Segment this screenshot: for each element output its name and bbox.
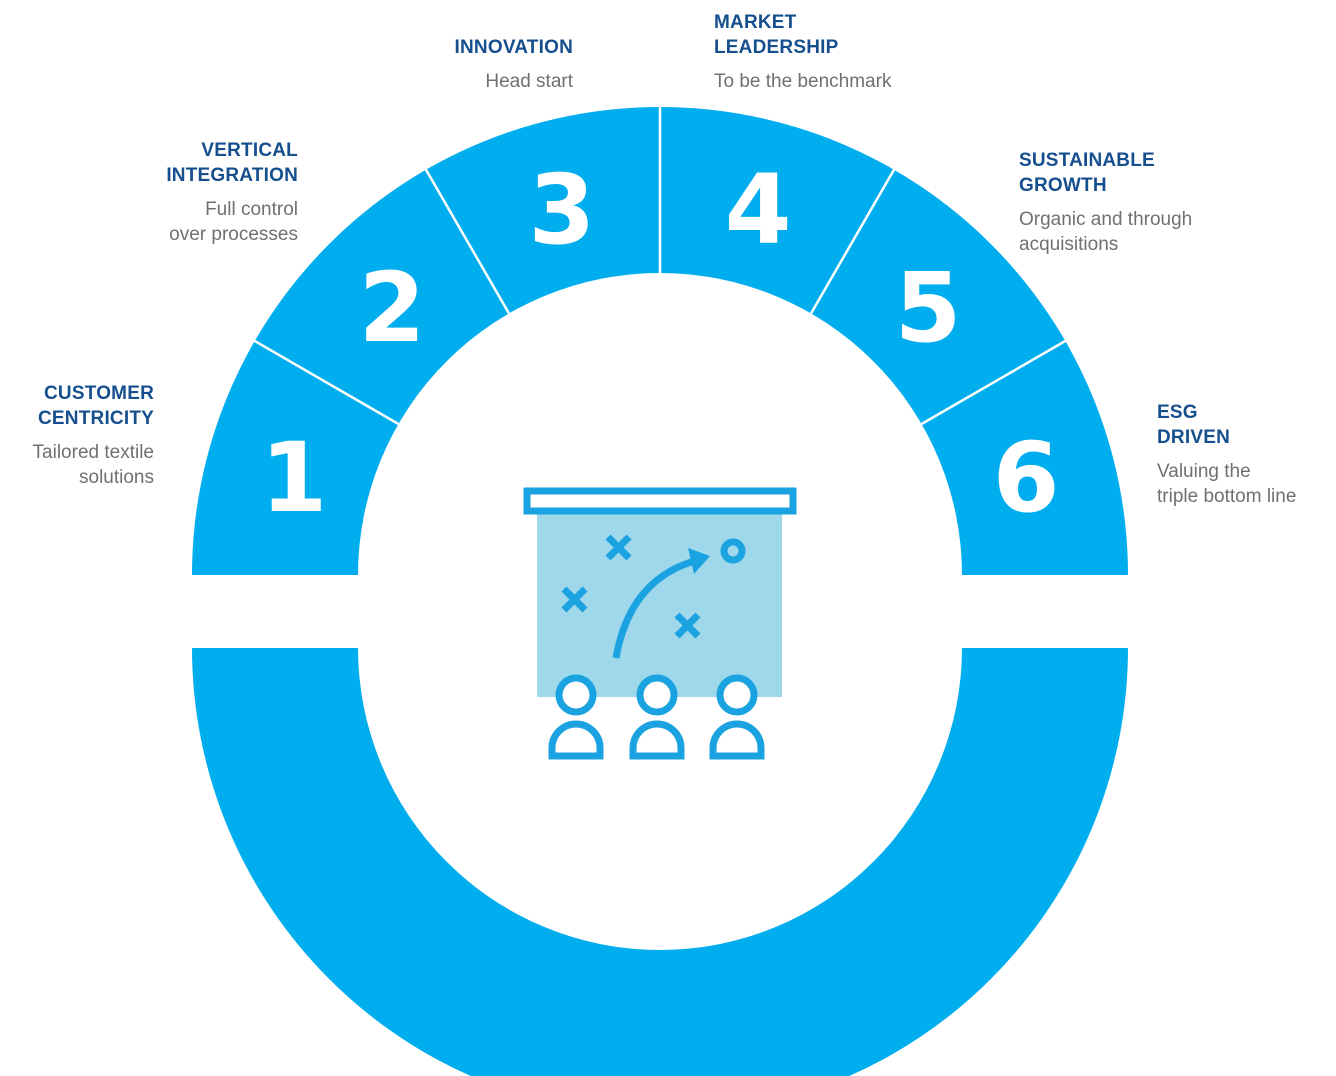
pillar-2-label: VERTICAL INTEGRATION Full control over p… (78, 138, 298, 247)
segment-divider (252, 338, 400, 426)
segment-divider (920, 338, 1068, 426)
pillar-2-title-line-1: VERTICAL (201, 140, 298, 161)
person-head-icon (716, 674, 758, 716)
pillar-3-title-line-1: INNOVATION (454, 37, 573, 58)
pillar-3-desc-line-1: Head start (485, 71, 573, 92)
pillar-4-label: MARKET LEADERSHIP To be the benchmark (714, 10, 974, 94)
segment-dividers (252, 105, 1068, 426)
pillar-1-title-line-1: CUSTOMER (44, 383, 154, 404)
segment-number-4: 4 (725, 154, 792, 266)
x-mark-icon (674, 612, 701, 639)
person-body-icon (709, 720, 765, 760)
pillar-1-title-line-2: CENTRICITY (38, 408, 154, 429)
pillar-5-desc-line-2: acquisitions (1019, 234, 1119, 255)
pillar-4-title-line-1: MARKET (714, 12, 797, 33)
segment-numbers: 123 456 (261, 154, 1060, 534)
segment-number-3: 3 (529, 154, 596, 266)
person-body-icon (548, 720, 604, 760)
segment-number-1: 1 (261, 422, 328, 534)
pillar-6-desc-line-1: Valuing the (1157, 461, 1251, 482)
pillar-5-title: SUSTAINABLE GROWTH (1019, 148, 1279, 198)
pillar-3-label: INNOVATION Head start (353, 35, 573, 94)
pillar-5-description: Organic and through acquisitions (1019, 207, 1279, 257)
pillar-2-title: VERTICAL INTEGRATION (78, 138, 298, 188)
segment-divider (423, 167, 511, 315)
x-mark-icon (561, 586, 588, 613)
pillar-segments (192, 107, 1128, 575)
pillar-4-title: MARKET LEADERSHIP (714, 10, 974, 60)
bottom-ring-band (192, 648, 1128, 1076)
target-circle-icon (720, 538, 746, 564)
segment-divider (809, 167, 897, 315)
pillar-5-label: SUSTAINABLE GROWTH Organic and through a… (1019, 148, 1279, 257)
play-arrow-curve (612, 556, 699, 659)
pillar-3-title: INNOVATION (353, 35, 573, 60)
person-head-icon (636, 674, 678, 716)
x-mark-icon (605, 534, 632, 561)
pillar-5-title-line-2: GROWTH (1019, 175, 1107, 196)
pillar-2-desc-line-1: Full control (205, 199, 298, 220)
pillar-1-desc-line-1: Tailored textile (32, 442, 154, 463)
team-people-icon (548, 674, 765, 760)
pillar-4-desc-line-1: To be the benchmark (714, 71, 892, 92)
pillar-1-desc-line-2: solutions (79, 467, 154, 488)
pillar-1-label: CUSTOMER CENTRICITY Tailored textile sol… (0, 381, 154, 490)
pillar-6-description: Valuing the triple bottom line (1157, 459, 1332, 509)
segment-number-2: 2 (359, 252, 426, 364)
person-body-icon (629, 720, 685, 760)
pillar-4-title-line-2: LEADERSHIP (714, 37, 839, 58)
pillar-6-title-line-1: ESG (1157, 402, 1198, 423)
pillar-6-title-line-2: DRIVEN (1157, 427, 1230, 448)
pillar-2-description: Full control over processes (78, 197, 298, 247)
arrow-head-icon (688, 548, 710, 574)
pillar-6-title: ESG DRIVEN (1157, 400, 1332, 450)
pillar-5-desc-line-1: Organic and through (1019, 209, 1193, 230)
upper-ring-band (192, 107, 1128, 575)
pillar-2-desc-line-2: over processes (169, 224, 298, 245)
person-head-icon (555, 674, 597, 716)
segment-number-6: 6 (993, 422, 1060, 534)
pillar-2-title-line-2: INTEGRATION (166, 165, 298, 186)
board-rail (523, 487, 797, 515)
pillar-6-desc-line-2: triple bottom line (1157, 486, 1297, 507)
pillar-1-description: Tailored textile solutions (0, 440, 154, 490)
pillar-3-description: Head start (353, 69, 573, 94)
pillar-1-title: CUSTOMER CENTRICITY (0, 381, 154, 431)
pillar-5-title-line-1: SUSTAINABLE (1019, 150, 1155, 171)
strategy-board-team-icon (523, 487, 797, 760)
pillar-4-description: To be the benchmark (714, 69, 974, 94)
segment-number-5: 5 (895, 252, 962, 364)
pillar-6-label: ESG DRIVEN Valuing the triple bottom lin… (1157, 400, 1332, 509)
